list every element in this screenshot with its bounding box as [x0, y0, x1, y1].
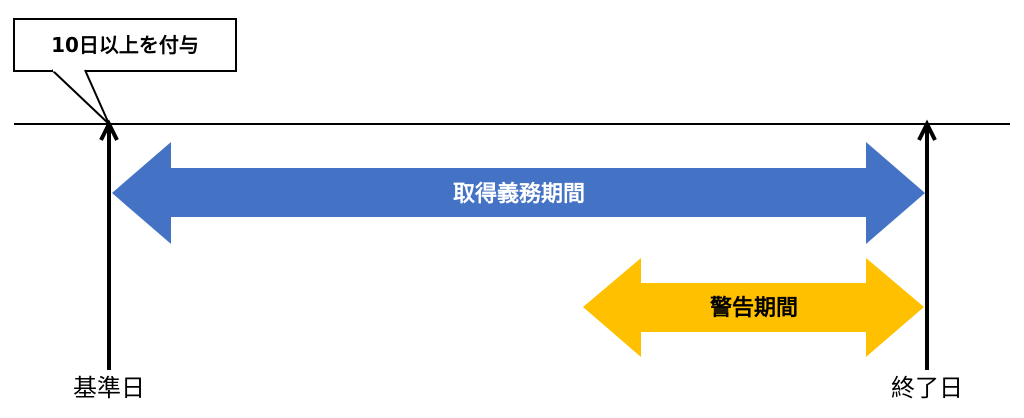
end-marker: 終了日 [891, 119, 963, 402]
warning-period-label: 警告期間 [709, 296, 798, 321]
callout: 10日以上を付与 [13, 18, 237, 125]
acquisition-period-arrow [112, 142, 925, 244]
start-arrowhead-icon [99, 119, 119, 141]
acquisition-period-label: 取得義務期間 [453, 181, 585, 207]
acquisition-period: 取得義務期間 [112, 142, 925, 244]
warning-period: 警告期間 [583, 258, 924, 357]
callout-box [13, 18, 237, 72]
callout-label: 10日以上を付与 [51, 33, 199, 57]
start-marker: 基準日 [73, 119, 145, 402]
end-arrowhead-icon [917, 119, 937, 141]
callout-pointer [51, 69, 110, 125]
start-marker-label: 基準日 [73, 374, 145, 402]
end-marker-label: 終了日 [891, 374, 963, 402]
warning-period-arrow [583, 258, 924, 357]
